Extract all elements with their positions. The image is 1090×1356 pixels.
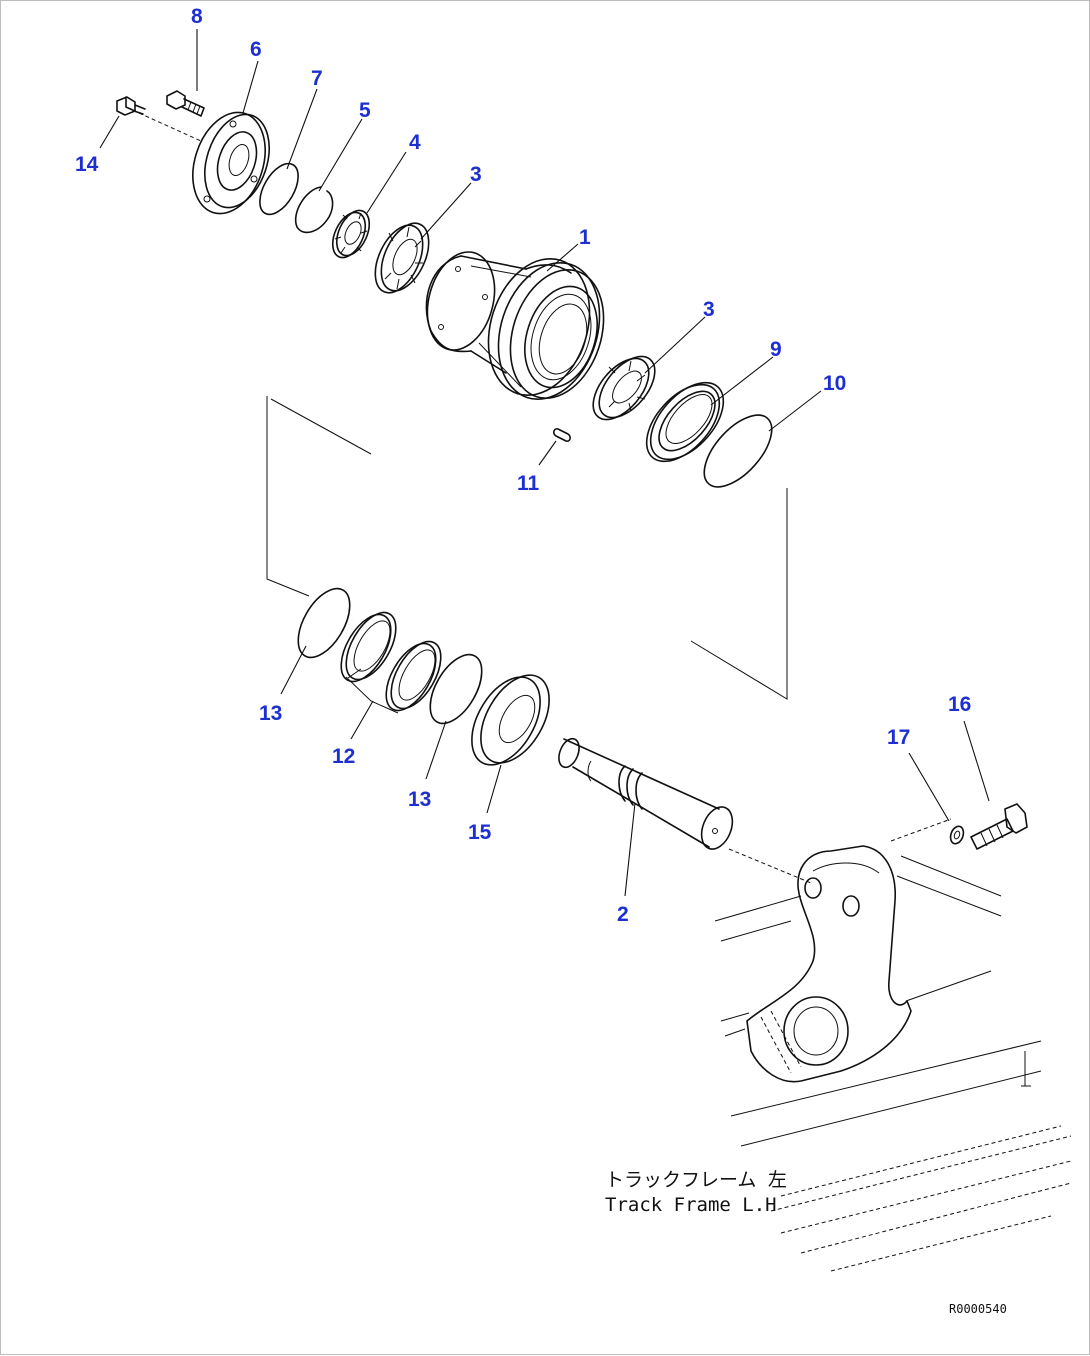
part-13-o-ring-left — [297, 587, 351, 659]
track-frame-lh — [714, 845, 1072, 1272]
part-17-washer — [949, 825, 965, 845]
callout-7: 7 — [311, 67, 323, 90]
drawing-code: R0000540 — [949, 1302, 1007, 1316]
part-10-o-ring — [703, 414, 773, 488]
part-3-bearing-lower — [592, 355, 656, 421]
part-12-floating-seal — [340, 611, 442, 712]
callout-17: 17 — [887, 726, 910, 749]
callout-numbers: 8 6 7 5 14 4 3 1 3 9 10 11 13 12 13 15 1… — [75, 5, 971, 926]
callout-2: 2 — [617, 903, 629, 926]
callout-1: 1 — [579, 226, 591, 249]
callout-9: 9 — [770, 338, 782, 361]
leader-lines — [99, 29, 990, 897]
part-4-nut — [331, 209, 371, 259]
callout-11: 11 — [517, 472, 540, 495]
part-13-o-ring-right — [429, 653, 483, 725]
caption-english: Track Frame L.H — [605, 1194, 777, 1216]
caption-japanese: トラックフレーム 左 — [605, 1169, 787, 1191]
callout-3-lower: 3 — [703, 298, 715, 321]
part-8-bolt — [166, 90, 205, 117]
track-frame-caption: トラックフレーム 左 Track Frame L.H — [605, 1169, 787, 1216]
callout-13-right: 13 — [408, 788, 431, 811]
part-5-snap-ring — [294, 186, 334, 234]
part-6-cover — [192, 111, 270, 215]
part-2-shaft — [558, 737, 734, 850]
callout-13-left: 13 — [259, 702, 282, 725]
callout-10: 10 — [823, 372, 846, 395]
callout-14: 14 — [75, 153, 99, 176]
callout-12: 12 — [332, 745, 355, 768]
callout-16: 16 — [948, 693, 971, 716]
callout-8: 8 — [191, 5, 203, 28]
callout-3-upper: 3 — [470, 163, 482, 186]
part-9-seal — [645, 381, 725, 463]
callout-15: 15 — [468, 821, 492, 844]
callout-5: 5 — [359, 99, 371, 122]
assembly-bracket-lines — [266, 396, 788, 714]
part-14-bolt — [116, 96, 146, 116]
part-11-pin — [553, 428, 571, 442]
callout-4: 4 — [409, 131, 421, 154]
part-15-collar — [471, 674, 550, 766]
part-3-bearing-upper — [374, 222, 430, 294]
part-1-roller — [425, 251, 605, 401]
part-16-bolt — [970, 803, 1028, 850]
callout-6: 6 — [250, 38, 262, 61]
part-7-o-ring — [259, 162, 299, 216]
